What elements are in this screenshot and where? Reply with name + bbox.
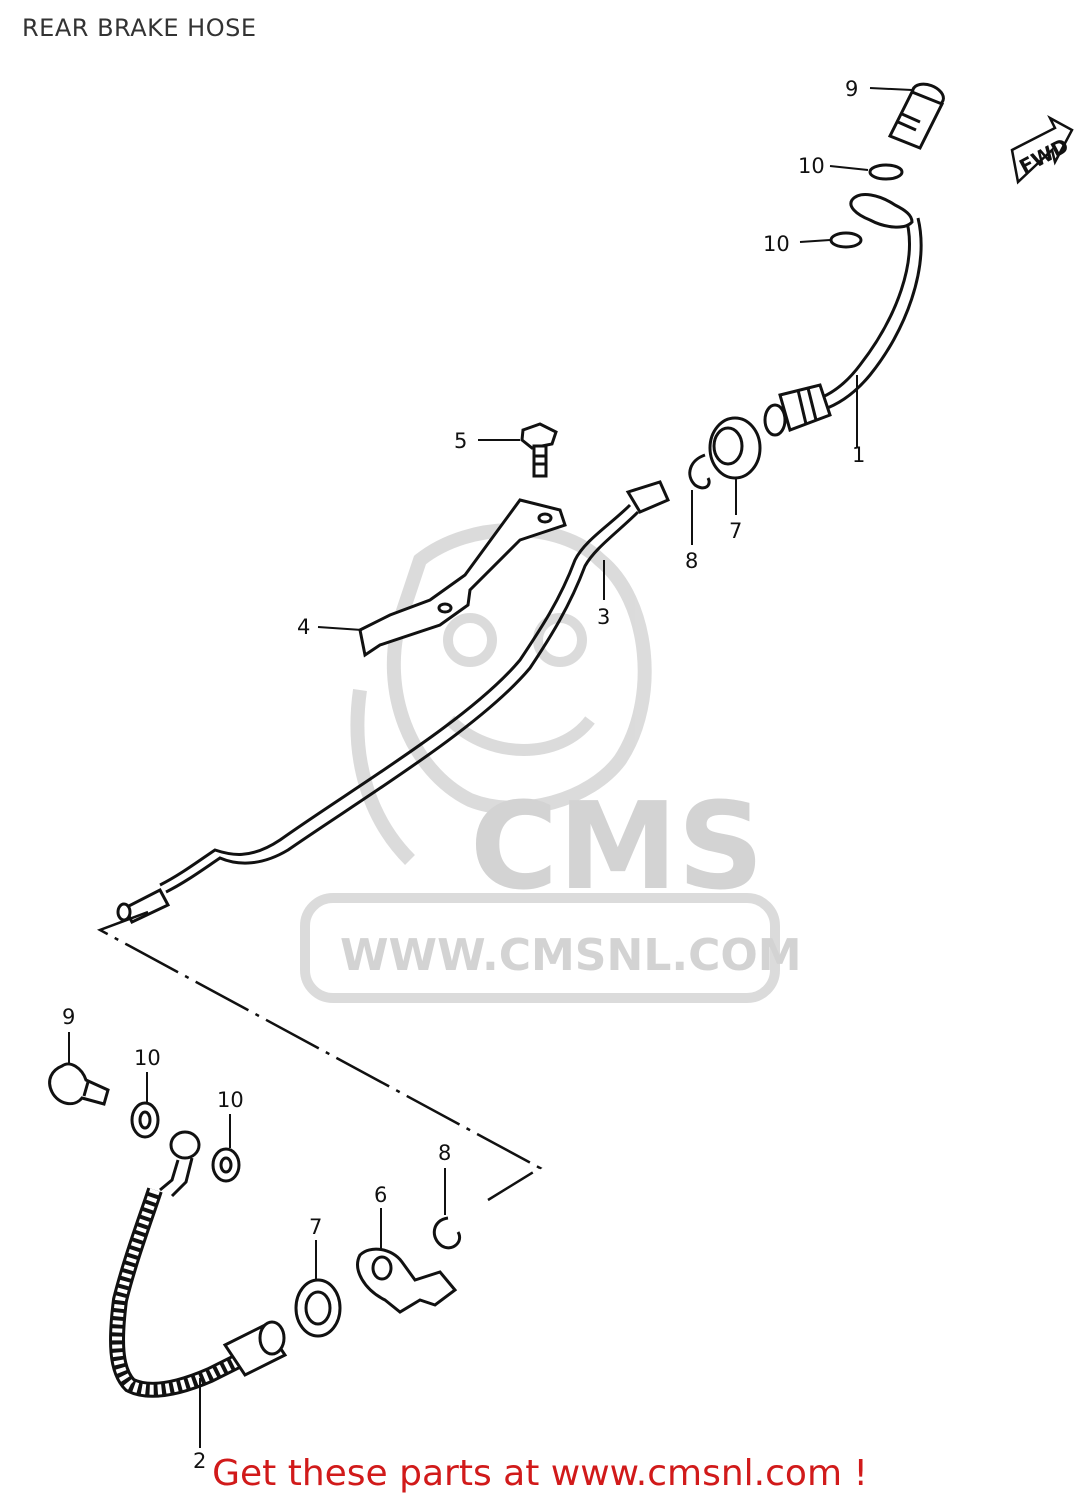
part-10-washer-bottom-b: [211, 1147, 241, 1183]
part-8-clip-bottom: [432, 1216, 461, 1250]
part-6-bracket: [356, 1247, 458, 1314]
callout-10-bottom-b: 10: [217, 1088, 244, 1112]
callout-9-top: 9: [845, 77, 858, 101]
callout-4: 4: [297, 615, 310, 639]
callout-3: 3: [597, 605, 610, 629]
callout-7-top: 7: [729, 519, 742, 543]
part-8-clip-top: [688, 453, 711, 490]
part-4-bracket: [358, 498, 567, 658]
part-10-washer-top-a: [868, 163, 904, 181]
callout-9-bottom: 9: [62, 1005, 75, 1029]
watermark-brand: CMS: [470, 778, 764, 917]
part-2-lower-hose: [109, 1130, 288, 1398]
part-9-union-bolt-top: [887, 82, 945, 150]
part-10-washer-bottom-a: [130, 1101, 160, 1139]
part-10-washer-top-b: [829, 231, 863, 249]
footer-cta-link[interactable]: Get these parts at www.cmsnl.com !: [212, 1453, 868, 1494]
part-7-grommet-bottom: [294, 1278, 342, 1338]
callout-8-top: 8: [685, 549, 698, 573]
fwd-arrow-icon: FWD: [1010, 114, 1074, 185]
page-title: REAR BRAKE HOSE: [22, 14, 257, 42]
part-9-union-bolt-bottom: [48, 1062, 110, 1106]
assembly-guide-line: [96, 910, 543, 1202]
part-1-upper-hose: [763, 193, 923, 437]
part-5-bolt: [520, 422, 558, 478]
leader-lines: [68, 87, 913, 1448]
callout-6: 6: [374, 1183, 387, 1207]
callout-1: 1: [852, 443, 865, 467]
cms-watermark: CMS WWW.CMSNL.COM: [300, 523, 802, 1003]
part-3-brake-pipe: [116, 480, 670, 924]
callout-10-top-b: 10: [763, 232, 790, 256]
callout-7-bottom: 7: [309, 1215, 322, 1239]
callout-5: 5: [454, 429, 467, 453]
part-7-grommet-top: [708, 416, 762, 480]
callout-8-bottom: 8: [438, 1141, 451, 1165]
callout-2: 2: [193, 1449, 206, 1473]
watermark-url: WWW.CMSNL.COM: [340, 930, 802, 981]
callout-10-bottom-a: 10: [134, 1046, 161, 1070]
callout-10-top-a: 10: [798, 154, 825, 178]
